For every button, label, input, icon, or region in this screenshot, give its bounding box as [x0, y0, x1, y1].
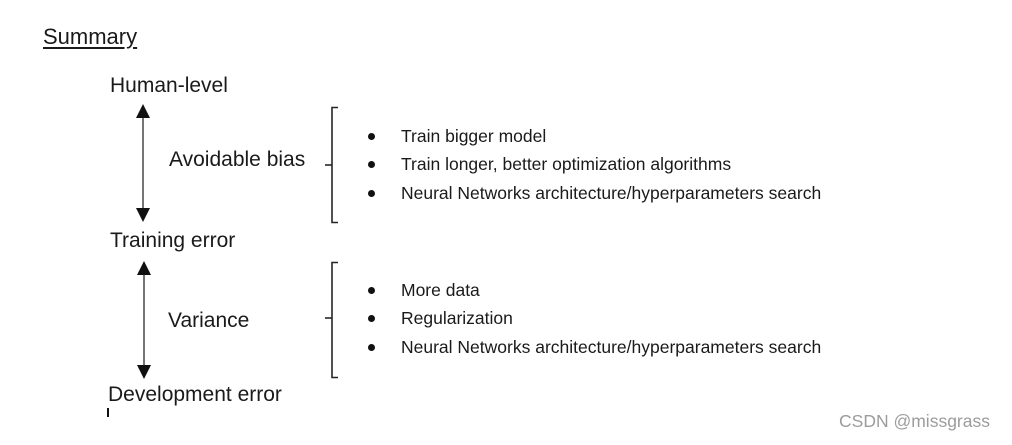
list-item: Neural Networks architecture/hyperparame… [368, 179, 821, 208]
bullet-icon [368, 315, 375, 323]
level-label-development-error: Development error [108, 383, 282, 406]
list-item-text: Neural Networks architecture/hyperparame… [401, 182, 822, 203]
double-arrow-icon [136, 104, 150, 222]
list-item: Train longer, better optimization algori… [368, 151, 821, 180]
cutoff-arrow-mark [107, 408, 109, 417]
list-item: Regularization [368, 305, 821, 334]
remedy-list-avoidable-bias: Train bigger model Train longer, better … [368, 122, 821, 208]
bracket-icon [325, 261, 338, 379]
double-arrow-icon [137, 261, 151, 379]
slide-title: Summary [43, 24, 138, 49]
list-item: Neural Networks architecture/hyperparame… [368, 333, 821, 362]
gap-label-avoidable-bias: Avoidable bias [169, 148, 306, 171]
list-item-text: Neural Networks architecture/hyperparame… [401, 336, 822, 357]
bullet-icon [368, 286, 375, 294]
bullet-icon [368, 343, 375, 351]
list-item-text: Train longer, better optimization algori… [401, 154, 732, 175]
list-item-text: Train bigger model [401, 125, 547, 146]
bracket-icon [325, 106, 338, 224]
list-item-text: Regularization [401, 308, 513, 329]
watermark: CSDN @missgrass [839, 411, 990, 431]
level-label-training-error: Training error [110, 229, 236, 252]
list-item-text: More data [401, 279, 480, 300]
list-item: More data [368, 276, 821, 305]
bullet-icon [368, 189, 375, 197]
remedy-list-variance: More data Regularization Neural Networks… [368, 276, 821, 362]
bullet-icon [368, 161, 375, 169]
list-item: Train bigger model [368, 122, 821, 151]
bullet-icon [368, 132, 375, 140]
level-label-human: Human-level [110, 74, 228, 97]
gap-label-variance: Variance [168, 309, 250, 332]
